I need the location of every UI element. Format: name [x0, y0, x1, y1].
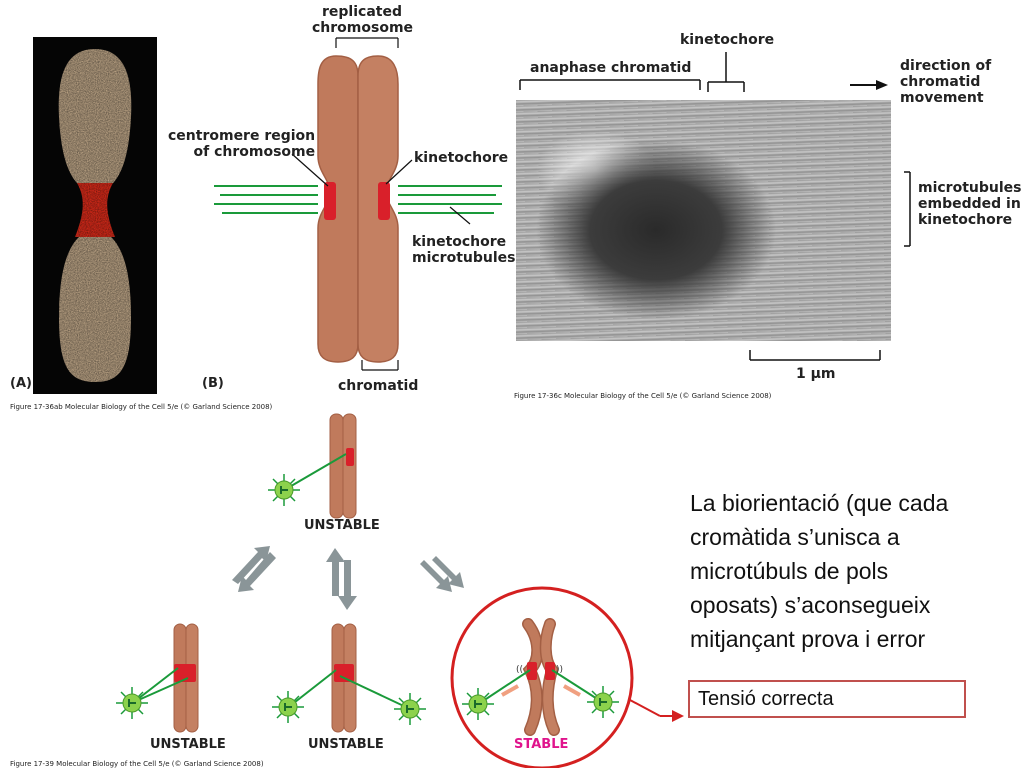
diagram-right-stable: (( )): [450, 586, 634, 768]
kinetochore-right: [378, 182, 390, 220]
label-replicated-chromosome: replicated chromosome: [312, 4, 414, 36]
label-microtubules-embedded: microtubules embedded in kinetochore: [918, 180, 1022, 228]
state-label-stable: STABLE: [514, 737, 569, 752]
label-centromere-region: centromere region of chromosome: [168, 128, 316, 160]
svg-text:((: ((: [516, 665, 523, 675]
arrow-icon: [232, 546, 270, 584]
label-kinetochore: kinetochore: [414, 150, 509, 166]
tension-correct-box: Tensió correcta: [688, 680, 966, 718]
stable-highlight-circle: [450, 586, 634, 768]
label-chromatid: chromatid: [338, 378, 419, 394]
label-direction-of-movement: direction of chromatid movement: [900, 58, 992, 106]
diagram-top-unstable: [285, 413, 357, 520]
spindle-pole-icon: [462, 688, 494, 720]
panel-label-a: (A): [10, 376, 32, 391]
spindle-pole-icon: [116, 687, 148, 719]
svg-text:)): )): [556, 665, 563, 675]
fluorescence-micrograph: [33, 37, 157, 394]
spindle-pole-icon: [272, 691, 304, 723]
diagram-left-unstable: [133, 623, 199, 733]
spindle-pole-icon: [268, 474, 300, 506]
connector-arrow-icon: [629, 699, 684, 722]
electron-micrograph: [516, 100, 891, 341]
figure-credit-39: Figure 17-39 Molecular Biology of the Ce…: [10, 760, 264, 768]
label-anaphase-chromatid: anaphase chromatid: [530, 60, 692, 76]
replicated-chromosome: [317, 55, 399, 363]
label-kinetochore-em: kinetochore: [680, 32, 775, 48]
scale-bar-label: 1 μm: [796, 366, 836, 382]
kinetochore-left: [324, 182, 336, 220]
label-kinetochore-microtubules: kinetochore microtubules: [412, 234, 516, 266]
caption-text: La biorientació (que cada cromàtida s’un…: [690, 490, 949, 652]
state-label-middle: UNSTABLE: [308, 737, 384, 752]
diagram-middle-unstable: [289, 623, 409, 733]
equilibrium-arrows: [232, 546, 464, 610]
figure-credit-a: Figure 17-36ab Molecular Biology of the …: [10, 403, 273, 411]
spindle-pole-icon: [587, 686, 619, 718]
figure-credit-c: Figure 17-36c Molecular Biology of the C…: [514, 392, 772, 400]
spindle-pole-icon: [394, 693, 426, 725]
panel-label-b: (B): [202, 376, 224, 391]
direction-arrow-icon: [850, 80, 888, 90]
state-label-top: UNSTABLE: [304, 518, 380, 533]
state-label-left: UNSTABLE: [150, 737, 226, 752]
kinetochore-microtubules: [214, 185, 502, 214]
micrograph-chromosome: [58, 49, 132, 382]
